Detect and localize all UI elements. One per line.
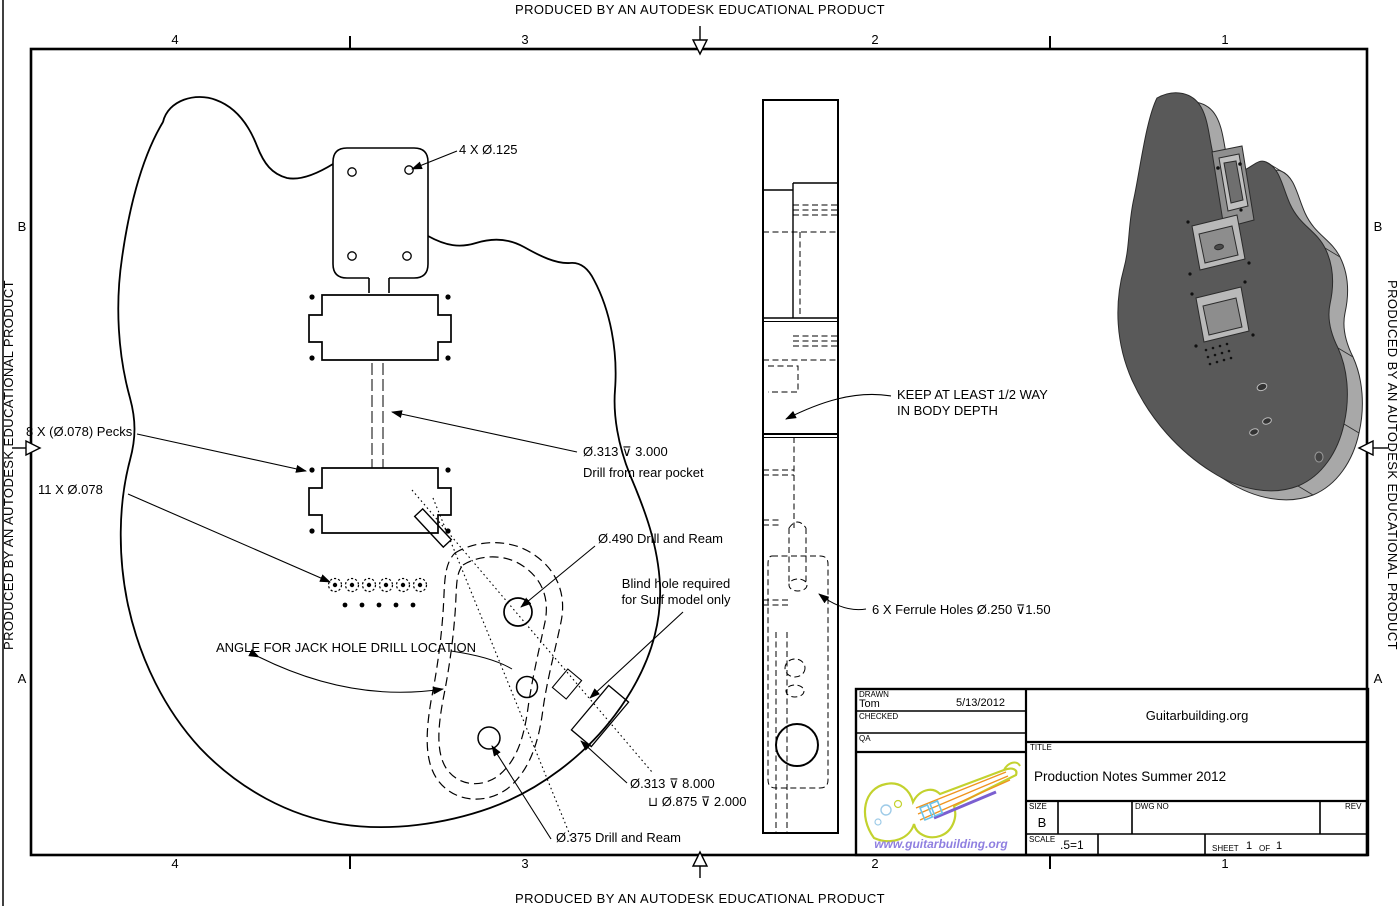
annotation-jack-hole: Ø.490 Drill and Ream: [598, 531, 723, 546]
hole-375: [477, 726, 501, 750]
zone-col-4-top: 4: [171, 32, 179, 47]
control-cavity-inner: [438, 556, 547, 785]
sheet-label: SHEET: [1212, 844, 1239, 853]
zone-row-b-left: B: [17, 219, 27, 234]
neck-pocket: [332, 147, 429, 293]
guitarbuilding-logo-art: [864, 761, 1021, 843]
zone-col-3-top: 3: [521, 32, 529, 47]
zone-col-2-bottom: 2: [871, 856, 879, 871]
annotation-neck-screws: 4 X Ø.125: [459, 142, 518, 157]
logo-url-text: www.guitarbuilding.org: [874, 837, 1008, 851]
rev-label: REV: [1345, 802, 1362, 811]
annotation-blind-hole-1: Blind hole required: [621, 576, 731, 591]
body-outline: [117, 96, 662, 828]
produced-notice-right: PRODUCED BY AN AUTODESK EDUCATIONAL PROD…: [1385, 280, 1400, 650]
annotation-blind-hole-2: for Surf model only: [621, 592, 731, 607]
annotation-depth-note-2: IN BODY DEPTH: [897, 403, 998, 418]
hole-mid: [515, 675, 539, 699]
dwg-no-label: DWG NO: [1135, 802, 1169, 811]
drawn-label: DRAWN: [859, 690, 889, 699]
sheet-of-label: OF: [1259, 844, 1271, 853]
scale-value: .5=1: [1060, 838, 1084, 852]
produced-notice-bottom: PRODUCED BY AN AUTODESK EDUCATIONAL PROD…: [515, 891, 885, 906]
annotation-pecks: 8 X (Ø.078) Pecks: [26, 424, 133, 439]
zone-row-b-right: B: [1373, 219, 1383, 234]
guitarbuilding-logo: www.guitarbuilding.org: [858, 754, 1024, 853]
drawn-date: 5/13/2012: [956, 697, 1005, 709]
produced-notice-left: PRODUCED BY AN AUTODESK EDUCATIONAL PROD…: [1, 280, 16, 650]
annotation-deep-hole-1: Ø.313 ⊽ 8.000: [630, 776, 715, 791]
annotation-jack-angle: ANGLE FOR JACK HOLE DRILL LOCATION: [216, 640, 477, 655]
annotation-depth-note-1: KEEP AT LEAST 1/2 WAY: [897, 387, 1048, 402]
zone-center-marker-top: [691, 26, 709, 56]
side-view: [762, 99, 839, 834]
annotation-ream-hole: Ø.375 Drill and Ream: [556, 830, 681, 845]
pickup-route-lower: [308, 467, 452, 534]
blind-hole-bracket: [570, 684, 630, 748]
zone-col-2-top: 2: [871, 32, 879, 47]
produced-notice-top: PRODUCED BY AN AUTODESK EDUCATIONAL PROD…: [515, 2, 885, 17]
zone-col-1-top: 1: [1221, 32, 1229, 47]
annotation-small-holes: 11 X Ø.078: [38, 482, 103, 497]
pickup-route-upper: [308, 294, 452, 361]
leader-lines: [127, 150, 892, 840]
zone-row-a-left: A: [17, 671, 27, 686]
scale-label: SCALE: [1029, 835, 1056, 844]
title-block-lines: [854, 687, 1370, 857]
title-label: TITLE: [1030, 743, 1052, 752]
qa-label: QA: [859, 734, 871, 743]
company-name: Guitarbuilding.org: [1145, 708, 1249, 723]
sheet-number: 1: [1246, 840, 1253, 852]
checked-label: CHECKED: [859, 712, 899, 721]
zone-col-1-bottom: 1: [1221, 856, 1229, 871]
zone-col-4-bottom: 4: [171, 856, 179, 871]
zone-center-marker-bottom: [691, 850, 709, 878]
annotation-deep-hole-2: ⊔ Ø.875 ⊽ 2.000: [648, 794, 747, 809]
zone-center-marker-right: [1357, 439, 1388, 457]
front-view: [117, 96, 662, 841]
jack-hole-490: [503, 597, 533, 627]
zone-col-3-bottom: 3: [521, 856, 529, 871]
zone-center-marker-left: [12, 439, 42, 457]
iso-view: [1117, 92, 1363, 501]
size-label: SIZE: [1029, 802, 1047, 811]
annotation-trem-hole-note: Drill from rear pocket: [583, 465, 704, 480]
size-value: B: [1037, 815, 1047, 830]
drawn-name: Tom: [859, 698, 880, 710]
control-cavity-outer: [426, 542, 564, 800]
peck-holes: [327, 577, 428, 593]
sheet-total: 1: [1276, 840, 1283, 852]
drawing-title: Production Notes Summer 2012: [1034, 769, 1227, 784]
annotation-ferrule-note: 6 X Ferrule Holes Ø.250 ⊽1.50: [872, 602, 1051, 617]
zone-row-a-right: A: [1373, 671, 1383, 686]
side-jack-hole: [775, 723, 819, 767]
annotation-trem-hole-dim: Ø.313 ⊽ 3.000: [583, 444, 668, 459]
